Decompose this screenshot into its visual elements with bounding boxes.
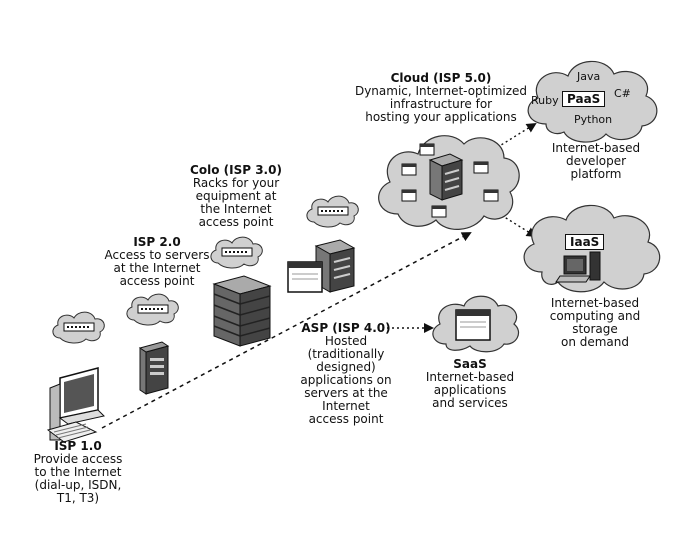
cloud-description: Dynamic, Internet-optimized infrastructu… (354, 84, 528, 124)
iaas-description: Internet-based computing and storage on … (549, 296, 641, 349)
paas-lang-java: Java (577, 70, 601, 83)
arrow-to-iaas (492, 209, 537, 238)
isp2-cloud-icon (126, 293, 179, 326)
isp1-title: ISP 1.0 (54, 439, 102, 453)
cloud-datacenter-icon (378, 135, 520, 230)
isp1-label: ISP 1.0 Provide access to the Internet (… (26, 440, 130, 505)
saas-description: Internet-based applications and services (425, 370, 515, 410)
colo-description: Racks for your equipment at the Internet… (192, 176, 280, 229)
cloud-title: Cloud (ISP 5.0) (390, 71, 492, 85)
isp2-title: ISP 2.0 (133, 235, 181, 249)
paas-lang-ruby: Ruby (531, 94, 559, 107)
isp1-description: Provide access to the Internet (dial-up,… (33, 452, 123, 505)
server-rack-icon (212, 275, 272, 347)
asp-description: Hosted (traditionally designed) applicat… (300, 334, 392, 426)
app-window-icon (287, 261, 323, 293)
paas-description: Internet-based developer platform (551, 141, 641, 181)
iaas-badge: IaaS (565, 234, 605, 250)
colo-cloud-icon (210, 236, 263, 269)
colo-title: Colo (ISP 3.0) (190, 163, 282, 177)
asp-title: ASP (ISP 4.0) (301, 321, 391, 335)
asp-label: ASP (ISP 4.0) Hosted (traditionally desi… (292, 322, 400, 426)
arrow-to-paas (492, 122, 537, 151)
saas-cloud-icon (432, 295, 519, 353)
asp-cloud-icon (306, 195, 359, 228)
paas-lang-python: Python (574, 113, 613, 126)
isp1-cloud-icon (52, 311, 105, 344)
saas-label: SaaS Internet-based applications and ser… (418, 358, 522, 410)
paas-badge: PaaS (562, 91, 606, 107)
paas-lang-csharp: C# (614, 87, 631, 100)
progression-arrow (101, 232, 472, 429)
isp2-description: Access to servers at the Internet access… (104, 248, 210, 288)
isp2-label: ISP 2.0 Access to servers at the Interne… (102, 236, 212, 288)
computer-icon (46, 367, 105, 443)
colo-label: Colo (ISP 3.0) Racks for your equipment … (184, 164, 288, 229)
saas-title: SaaS (453, 357, 487, 371)
cloud-label: Cloud (ISP 5.0) Dynamic, Internet-optimi… (348, 72, 534, 124)
server-tower-icon (138, 341, 170, 395)
